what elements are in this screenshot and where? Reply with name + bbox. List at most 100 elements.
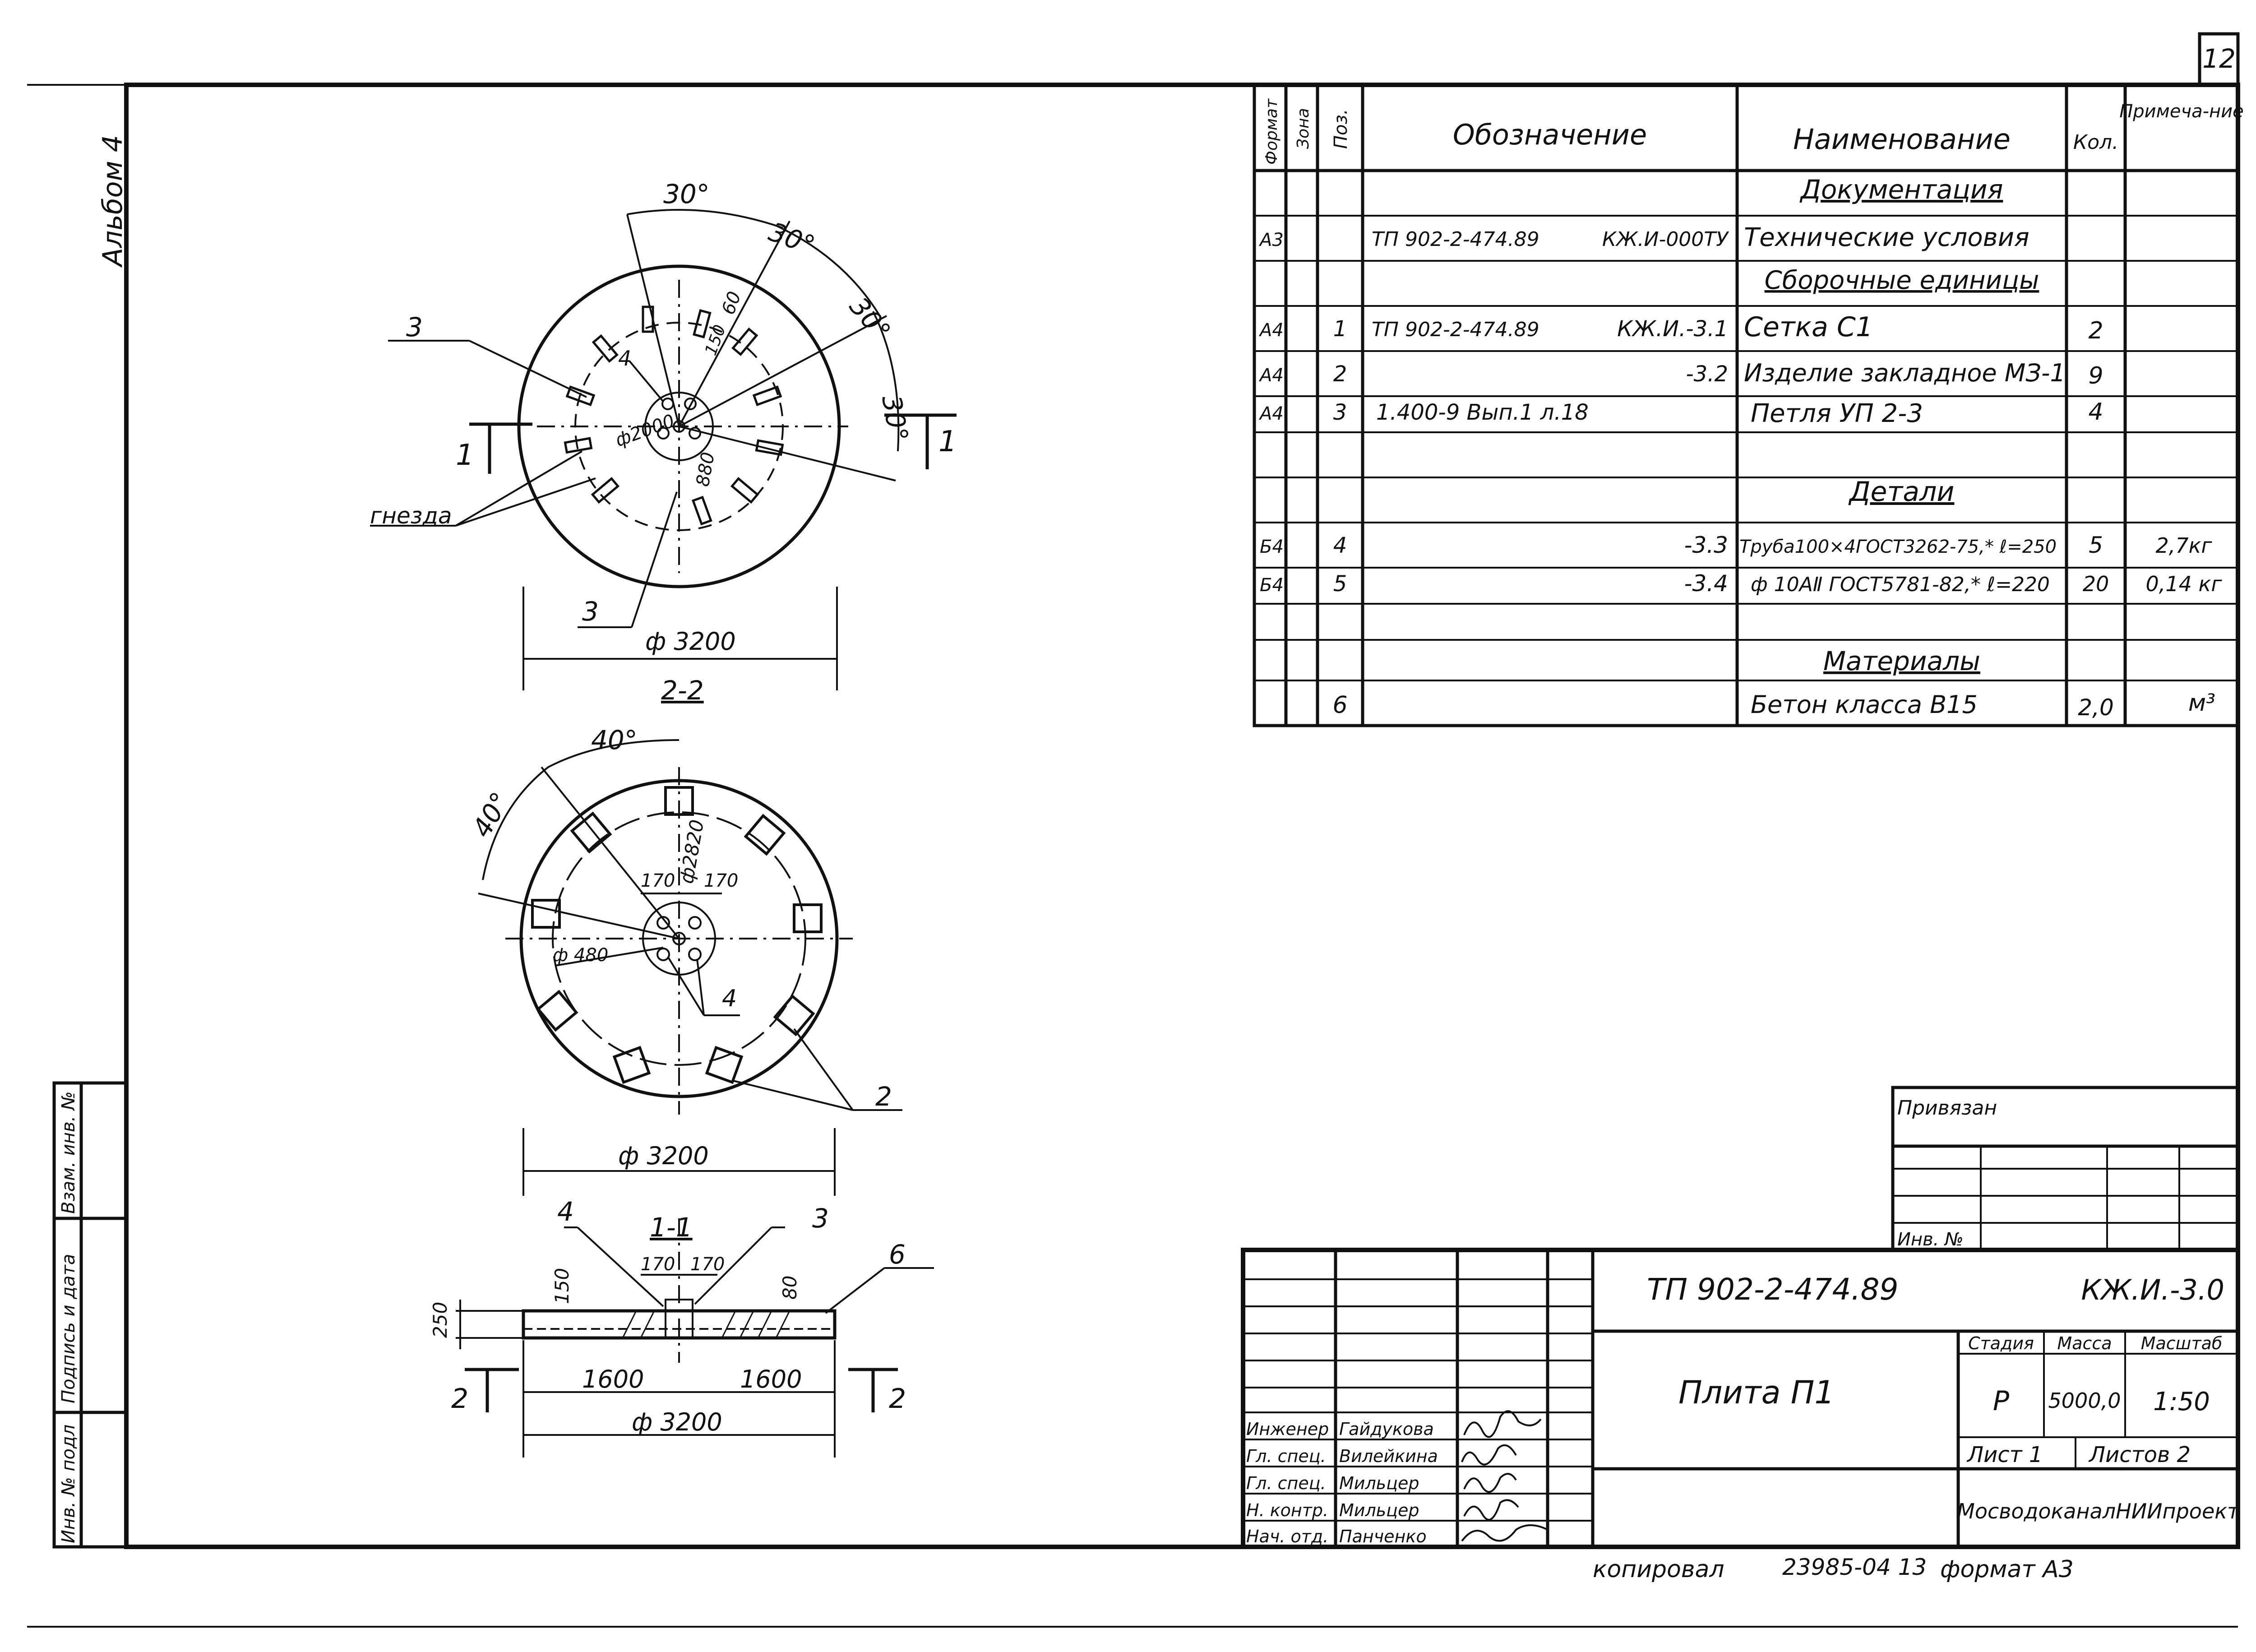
row9-format: Б4 xyxy=(1260,575,1284,596)
row11-note: м³ xyxy=(2188,689,2215,717)
section11-pos4: 4 xyxy=(557,1196,574,1227)
plan-pos3-top: 3 xyxy=(406,312,423,342)
row5-designation: 1.400-9 Вып.1 л.18 xyxy=(1376,400,1589,425)
plan-section-mark-left: 1 xyxy=(456,439,474,472)
row5-pos: 3 xyxy=(1333,400,1347,425)
person-role-2: Гл. спец. xyxy=(1246,1446,1326,1466)
privyazan-block: Привязан Инв. № xyxy=(1891,1086,2240,1252)
plan-dia-3200: ф 3200 xyxy=(645,627,736,656)
row1-designation: ТП 902-2-474.89 xyxy=(1372,228,1539,251)
row4-code: -3.2 xyxy=(1686,361,1728,387)
row9-qty: 20 xyxy=(2083,572,2109,596)
section11-mark-right: 2 xyxy=(889,1383,906,1415)
row9-note: 0,14 кг xyxy=(2146,572,2223,596)
section22-angle-left: 40° xyxy=(466,787,516,842)
row9-code: -3.4 xyxy=(1684,570,1728,597)
stamp-replace-inv: Взам. инв. № xyxy=(58,1091,79,1214)
row8-format: Б4 xyxy=(1260,537,1284,557)
section22-dim-170a: 170 xyxy=(641,870,675,891)
section11-mark-left: 2 xyxy=(451,1383,468,1415)
hdr-designation: Обозначение xyxy=(1453,118,1647,151)
row11-name: Бетон класса В15 xyxy=(1751,690,1978,719)
angle-label-3: 30° xyxy=(843,291,897,346)
footer-order: 23985-04 13 xyxy=(1782,1554,1927,1580)
section11-dim-80: 80 xyxy=(779,1276,801,1300)
row-heading-assemblies: Сборочные единицы xyxy=(1765,266,2039,295)
person-name-5: Панченко xyxy=(1339,1527,1427,1546)
row-heading-details: Детали xyxy=(1848,476,1955,508)
title-project: ТП 902-2-474.89 xyxy=(1647,1272,1898,1307)
row4-qty: 9 xyxy=(2088,362,2103,389)
row8-code: -3.3 xyxy=(1684,532,1728,558)
title-mass: 5000,0 xyxy=(2048,1388,2121,1413)
person-name-4: Мильцер xyxy=(1339,1500,1419,1520)
row11-qty: 2,0 xyxy=(2078,694,2114,721)
dim-60: 60 xyxy=(718,289,745,318)
title-org: МосводоканалНИИпроект xyxy=(1957,1499,2240,1523)
section22-dia-2820: ф2820 xyxy=(675,818,708,885)
title-block: ТП 902-2-474.89 КЖ.И.-3.0 Плита П1 Стади… xyxy=(1241,1248,2240,1549)
row3-name: Сетка С1 xyxy=(1744,311,1873,343)
hdr-name: Наименование xyxy=(1793,123,2011,156)
row3-pos: 1 xyxy=(1333,316,1347,342)
hdr-zone: Зона xyxy=(1294,108,1313,149)
row1-format: А3 xyxy=(1258,230,1284,250)
row-heading-documentation: Документация xyxy=(1799,174,2003,205)
row9-pos: 5 xyxy=(1333,571,1347,597)
person-role-5: Нач. отд. xyxy=(1246,1527,1328,1546)
title-scale-label: Масштаб xyxy=(2141,1333,2223,1353)
row3-format: А4 xyxy=(1258,320,1284,341)
hdr-qty: Кол. xyxy=(2073,131,2118,154)
row5-name: Петля УП 2-3 xyxy=(1751,399,1923,428)
section11-dim-1600a: 1600 xyxy=(582,1365,644,1393)
section22-dim-170b: 170 xyxy=(704,870,738,891)
row8-qty: 5 xyxy=(2089,532,2103,558)
plan-pos4: 4 xyxy=(618,346,631,370)
row3-designation: ТП 902-2-474.89 xyxy=(1372,318,1539,341)
title-scale: 1:50 xyxy=(2153,1387,2210,1416)
title-name: Плита П1 xyxy=(1678,1374,1835,1411)
person-role-4: Н. контр. xyxy=(1246,1500,1328,1520)
row8-pos: 4 xyxy=(1333,533,1347,558)
row8-note: 2,7кг xyxy=(2155,533,2212,558)
plan-label-gnezda: гнезда xyxy=(370,503,452,529)
left-stamp: Инв. № подл Подпись и дата Взам. инв. № xyxy=(52,1081,128,1549)
section22-pos2: 2 xyxy=(875,1081,892,1112)
hdr-format: Формат xyxy=(1262,98,1281,165)
angle-label-2: 30° xyxy=(765,216,819,261)
footer-format: формат А3 xyxy=(1940,1556,2074,1583)
footer-copied: копировал xyxy=(1593,1556,1724,1583)
person-name-3: Мильцер xyxy=(1339,1473,1419,1493)
title-sheets: Листов 2 xyxy=(2088,1442,2191,1467)
drawing-frame xyxy=(124,83,2240,1549)
row4-format: А4 xyxy=(1258,365,1284,386)
row5-format: А4 xyxy=(1258,403,1284,424)
row3-code: КЖ.И.-3.1 xyxy=(1617,316,1728,342)
plan-pos3-bottom: 3 xyxy=(582,596,599,627)
title-stage-label: Стадия xyxy=(1968,1333,2034,1353)
row1-code: КЖ.И-000ТУ xyxy=(1602,228,1729,251)
sheet-number: 12 xyxy=(2202,43,2236,74)
stamp-signature-date: Подпись и дата xyxy=(58,1254,79,1403)
section11-pos3: 3 xyxy=(812,1203,829,1234)
title-stage: Р xyxy=(1993,1385,2010,1417)
section-2-2: 2-2 40° 40° ф2820 170 170 xyxy=(466,675,902,1196)
section11-title: 1-1 xyxy=(650,1212,693,1243)
section22-angle-top: 40° xyxy=(591,725,638,755)
row1-name: Технические условия xyxy=(1744,223,2029,252)
privyazan-inv: Инв. № xyxy=(1897,1229,1964,1250)
row11-pos: 6 xyxy=(1332,692,1347,719)
dia-2000: ф2000 xyxy=(613,411,678,451)
signatures xyxy=(1461,1410,1548,1542)
plan-section-mark-right: 1 xyxy=(938,425,957,458)
section11-dim-150: 150 xyxy=(551,1268,573,1304)
angle-label-4: 30° xyxy=(876,393,914,444)
section11-pos6: 6 xyxy=(889,1239,906,1270)
row4-pos: 2 xyxy=(1333,361,1347,387)
row-heading-materials: Материалы xyxy=(1823,646,1980,676)
angle-label-1: 30° xyxy=(663,179,710,209)
person-name-2: Вилейкина xyxy=(1339,1446,1438,1466)
title-code: КЖ.И.-3.0 xyxy=(2081,1273,2224,1306)
section11-dim-170b: 170 xyxy=(690,1254,725,1275)
